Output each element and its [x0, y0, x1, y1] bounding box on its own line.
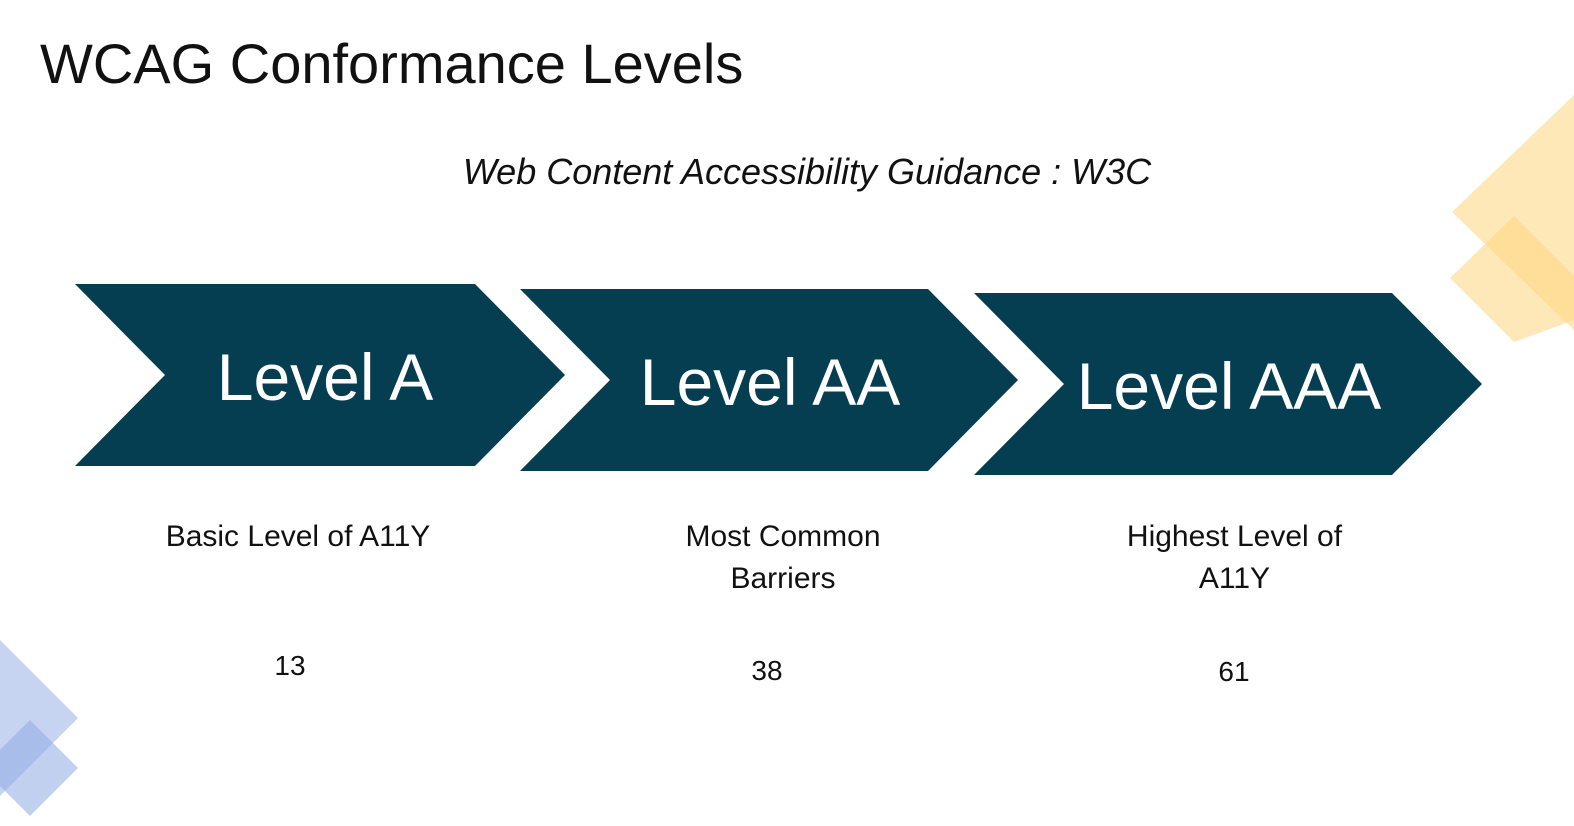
level-a-description: Basic Level of A11Y	[165, 520, 431, 553]
chevron-shape	[75, 284, 565, 466]
chevron-shape	[520, 289, 1018, 471]
chevron-level-a: Level A	[75, 284, 575, 466]
chevron-label: Level AA	[639, 345, 901, 419]
level-a-count: 13	[274, 650, 306, 681]
level-aa-description: Most Common Barriers	[685, 520, 881, 595]
chevron-level-aa: Level AA	[520, 289, 1020, 471]
chevron-level-aaa: Level AAA	[974, 293, 1484, 475]
chevron-label: Level AAA	[1076, 349, 1382, 423]
slide-title: WCAG Conformance Levels	[40, 32, 744, 95]
chevron-label: Level A	[216, 340, 434, 414]
level-aaa-description: Highest Level of A11Y	[1126, 520, 1343, 595]
level-aa-count: 38	[751, 655, 783, 686]
chevron-shape	[974, 293, 1482, 475]
level-aaa-count: 61	[1218, 656, 1250, 687]
slide-subtitle: Web Content Accessibility Guidance : W3C	[462, 151, 1152, 192]
blue-diamond-shapes	[0, 640, 78, 816]
yellow-diamond-shapes	[1450, 95, 1574, 342]
